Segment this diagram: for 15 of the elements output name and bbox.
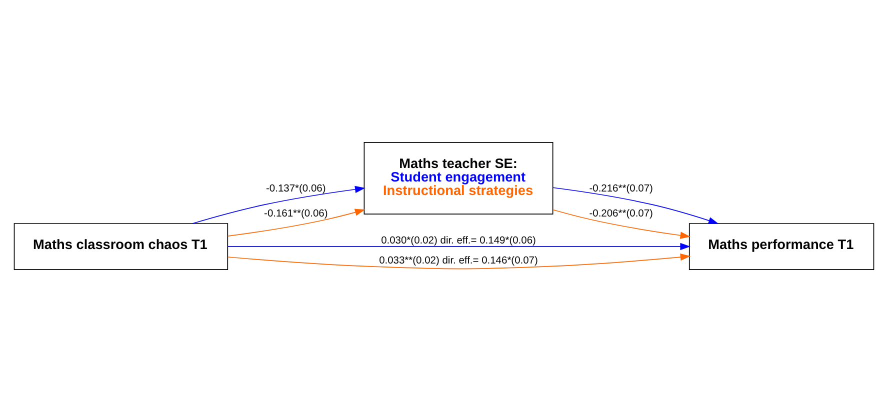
edge-label: 0.030*(0.02) dir. eff.= 0.149*(0.06)	[381, 236, 536, 247]
arrow	[227, 208, 366, 236]
node-box: Maths teacher SE: Student engagement Instructional strategies	[364, 142, 554, 215]
node-box: Maths performance T1	[688, 223, 874, 270]
edge-label: -0.206**(0.07)	[589, 208, 653, 220]
arrow	[192, 186, 366, 224]
arrow	[227, 253, 691, 270]
edge-label: -0.161**(0.06)	[264, 208, 328, 220]
edge-label: -0.137*(0.06)	[266, 184, 326, 195]
arrow	[552, 187, 719, 224]
arrow	[552, 209, 690, 239]
edge-label: 0.033**(0.02) dir. eff.= 0.146*(0.07)	[379, 255, 538, 266]
edge-label: -0.216**(0.07)	[589, 184, 653, 195]
node-box: Maths classroom chaos T1	[14, 223, 228, 270]
arrow	[227, 242, 690, 250]
